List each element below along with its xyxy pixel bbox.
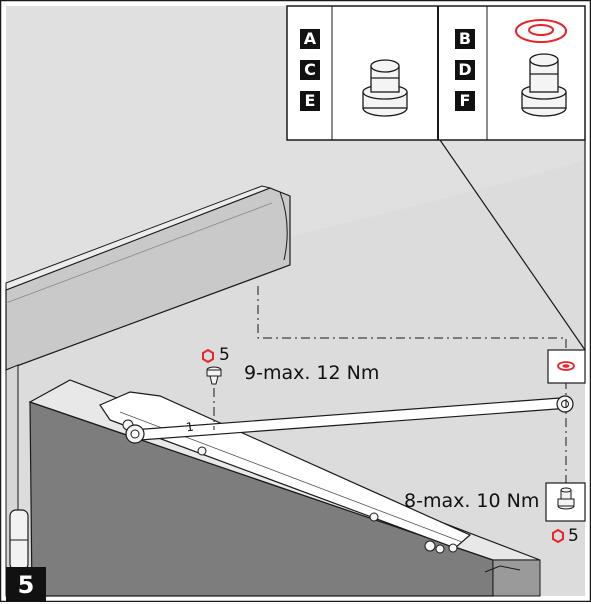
- stud-pin-ace: [362, 59, 408, 117]
- wrench-size-top: 5: [219, 345, 230, 365]
- legend-box: [286, 5, 586, 141]
- red-washer: [515, 19, 567, 43]
- screw-icon: [206, 366, 222, 385]
- callout-line-left: [439, 139, 586, 351]
- frame-break-line: [279, 191, 288, 261]
- torque-label-bottom: 8-max. 10 Nm: [404, 490, 540, 512]
- legend-letter-e: E: [300, 91, 320, 111]
- small-stud-pin: [557, 487, 575, 510]
- legend-letter-d: D: [455, 60, 475, 80]
- frame-header-top: [5, 185, 272, 291]
- torque-label-top: 9-max. 12 Nm: [244, 362, 380, 384]
- small-red-washer: [557, 361, 575, 371]
- legend-letter-c: C: [300, 60, 320, 80]
- legend-letter-b: B: [455, 29, 475, 49]
- wrench-size-bottom: 5: [568, 526, 579, 546]
- alignment-lines: [213, 286, 567, 490]
- hex-key-icon-bottom: [552, 528, 564, 544]
- stud-pin-bdf: [521, 53, 567, 117]
- legend-letter-a: A: [300, 29, 320, 49]
- hex-key-icon-top: [202, 348, 214, 364]
- legend-letter-f: F: [455, 91, 475, 111]
- step-number-badge: 5: [6, 567, 46, 602]
- door-end: [492, 559, 541, 597]
